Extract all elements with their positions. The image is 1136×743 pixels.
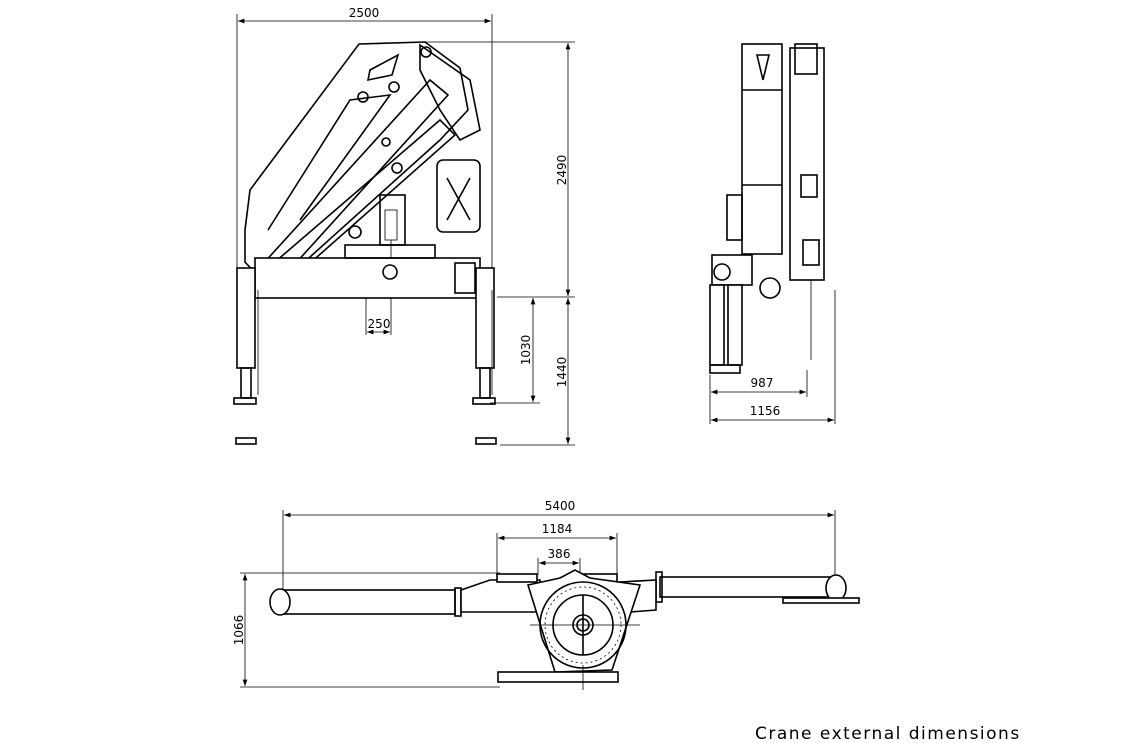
right-outrigger — [659, 576, 836, 598]
bottom-outrigger — [497, 671, 619, 683]
width-dim-label: 2500 — [349, 6, 380, 20]
leg-long-dim-label: 1440 — [555, 357, 569, 388]
side-view: 987 1156 — [709, 43, 836, 424]
control-box — [436, 159, 481, 233]
side-leg-2 — [727, 284, 743, 366]
side-leg-1 — [709, 284, 725, 366]
left-outrigger — [282, 589, 456, 615]
span-dim-label: 5400 — [545, 499, 576, 513]
side-inner-dim-label: 987 — [751, 376, 774, 390]
left-leg — [236, 267, 256, 369]
leg-short-dim-label: 1030 — [519, 335, 533, 366]
depth-dim-label: 1066 — [232, 615, 246, 646]
drawing-caption: Crane external dimensions — [755, 724, 1021, 743]
top-view: 5400 1184 386 1066 — [232, 499, 860, 690]
frame-dim-label: 1184 — [542, 522, 573, 536]
side-outer-dim-label: 1156 — [750, 404, 781, 418]
height-dim-label: 2490 — [555, 155, 569, 186]
base-frame — [254, 257, 481, 299]
offset-dim-label: 250 — [368, 317, 391, 331]
slewing-base — [526, 569, 642, 673]
center-dim-label: 386 — [548, 547, 571, 561]
front-view: 2500 2490 1030 1440 250 — [233, 6, 575, 446]
right-leg — [475, 267, 495, 369]
